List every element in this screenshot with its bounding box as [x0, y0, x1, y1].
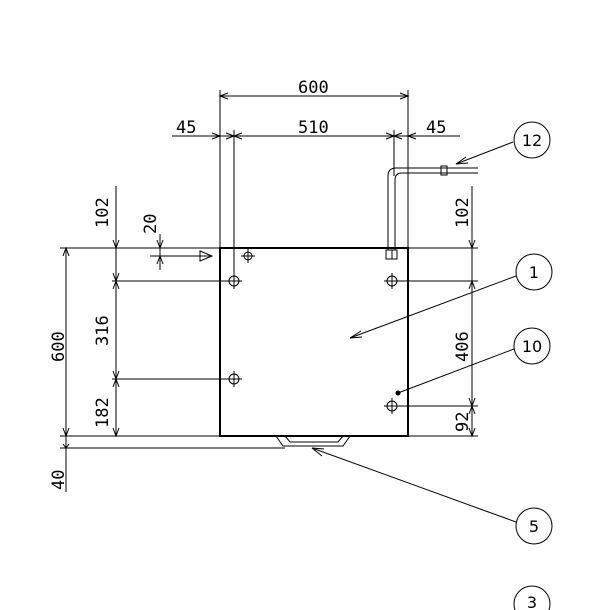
mounting-holes: [226, 249, 400, 414]
top-dimensions: [172, 90, 460, 274]
hole-top-left: [226, 273, 242, 289]
callout-3: 3: [513, 585, 551, 610]
callout-5: 5: [515, 507, 553, 545]
dim-left-small: 20: [141, 214, 161, 234]
callout-12: 12: [513, 121, 551, 159]
dim-left-full: 600: [49, 331, 69, 362]
dim-right-bottom: 92: [453, 412, 473, 432]
callout-10-label: 10: [522, 337, 542, 356]
bottom-handle: [275, 435, 351, 447]
hole-top-small: [241, 249, 255, 263]
dim-left-bottom: 182: [93, 397, 113, 428]
pipe: [387, 167, 478, 250]
dim-inner-width: 510: [298, 118, 329, 138]
hole-top-right: [384, 273, 400, 289]
callout-leaders: [311, 141, 517, 523]
right-dimensions: [400, 186, 478, 438]
callout-1: 1: [515, 253, 553, 291]
dim-left-extension: 40: [49, 470, 69, 490]
dim-left-offset: 45: [176, 118, 196, 138]
callout-3-label: 3: [527, 593, 537, 610]
callout-5-label: 5: [529, 517, 539, 536]
callout-1-label: 1: [529, 263, 539, 282]
callout-10: 10: [513, 327, 551, 365]
dim-right-offset: 45: [426, 118, 446, 138]
dim-left-mid: 316: [93, 315, 113, 346]
left-dimensions: [60, 186, 285, 492]
callout-12-label: 12: [522, 131, 542, 150]
plate-outline: [219, 247, 409, 437]
dim-right-top: 102: [453, 197, 473, 228]
hole-mid-left: [226, 371, 242, 387]
dim-left-top: 102: [93, 197, 113, 228]
hole-bottom-right: [384, 398, 400, 414]
dim-right-mid: 406: [453, 331, 473, 362]
pipe-coupling: [440, 165, 448, 176]
dim-top-width: 600: [298, 78, 329, 98]
